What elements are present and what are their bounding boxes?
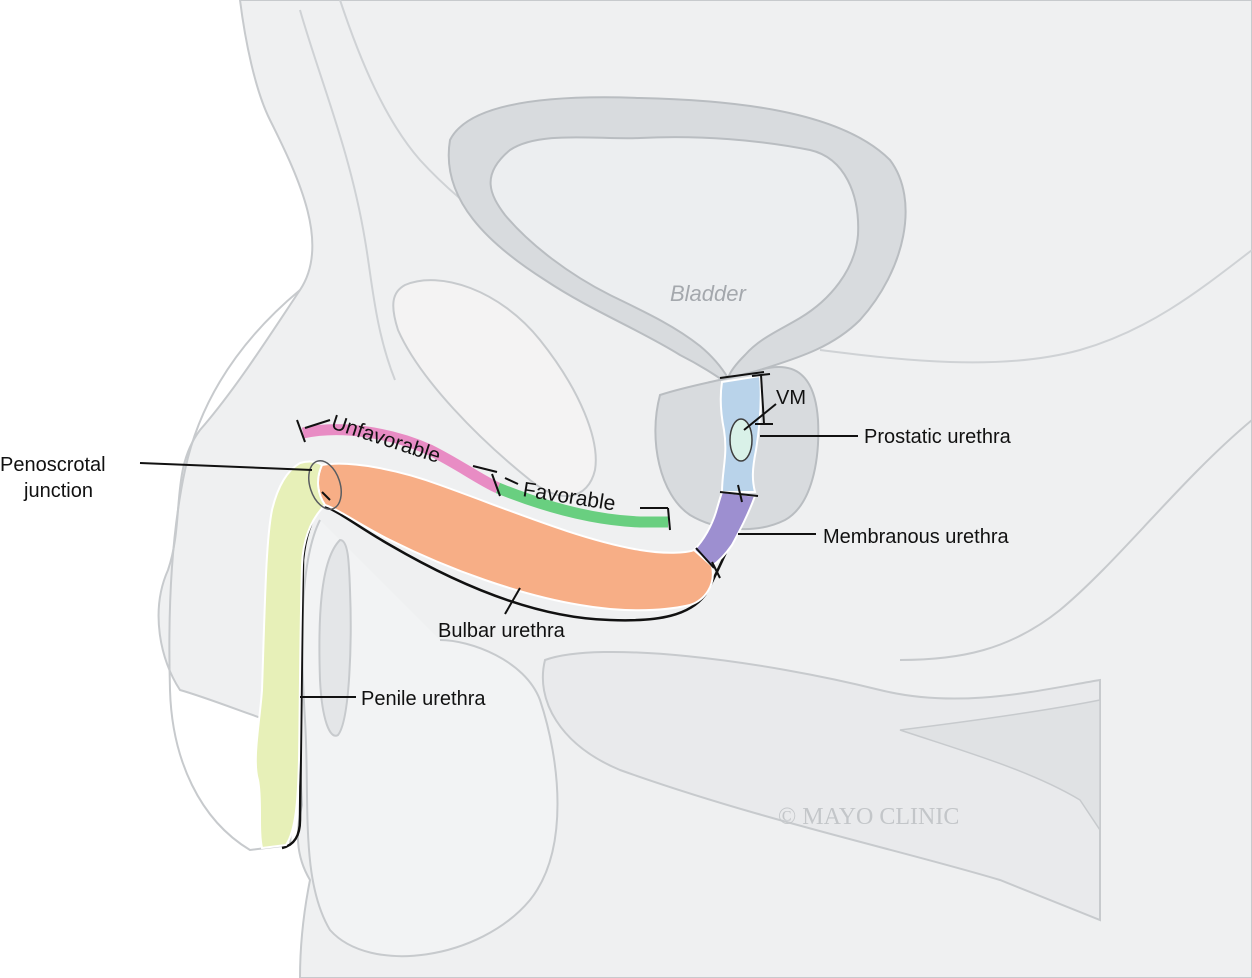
membranous-urethra-label: Membranous urethra (823, 526, 1010, 548)
segment-boundary-tick (321, 491, 331, 501)
unfavorable-start-tick (296, 419, 306, 443)
penoscrotal-junction-marker (308, 460, 342, 510)
segment-boundary-tick (737, 484, 743, 503)
contour-line (299, 9, 396, 381)
copyright-watermark: © MAYO CLINIC (778, 804, 959, 830)
back-contour (819, 249, 1252, 364)
favorable-bar (495, 482, 668, 528)
bulbar-urethra-segment (317, 462, 714, 612)
bladder: Bladder (447, 96, 907, 387)
penile-urethra-segment (254, 460, 327, 850)
penoscrotal-label-line2: junction (23, 480, 93, 502)
testis-shape (318, 538, 352, 737)
pubic-bone (392, 279, 597, 497)
annotations: VM Prostatic urethra Membranous urethra … (0, 373, 1012, 710)
thigh-shape (541, 650, 1101, 922)
verumontanum (729, 418, 753, 462)
unfavorable-start-leader (304, 419, 331, 429)
penile-urethra-label: Penile urethra (361, 688, 486, 710)
segment-boundary-tick (719, 371, 765, 379)
favorable-leader (504, 477, 519, 485)
bladder-lumen (489, 136, 860, 381)
bladder-label: Bladder (670, 281, 748, 306)
segment-boundary-tick (719, 491, 759, 497)
vm-bracket-vertical (760, 374, 765, 425)
penoscrotal-junction-leader (139, 462, 313, 471)
segment-boundary-tick (711, 561, 721, 579)
scrotum-outline (301, 519, 559, 958)
urethra (254, 371, 765, 850)
penoscrotal-label-line1: Penoscrotal (0, 454, 106, 476)
bulbar-urethra-label: Bulbar urethra (438, 620, 566, 642)
penis-outline (168, 289, 301, 852)
vm-label: VM (776, 387, 806, 409)
segment-boundary-tick (695, 547, 715, 569)
prostatic-urethra-label: Prostatic urethra (864, 426, 1012, 448)
perineum-muscle (899, 699, 1101, 833)
buttock-contour (899, 419, 1252, 661)
zone-boundary-tick (491, 473, 501, 497)
unfavorable-leader (472, 465, 498, 473)
favorable-end-tick (667, 507, 671, 531)
bulbar-urethra-leader (504, 587, 521, 615)
unfavorable-bar (301, 424, 501, 494)
vm-leader (743, 403, 777, 431)
